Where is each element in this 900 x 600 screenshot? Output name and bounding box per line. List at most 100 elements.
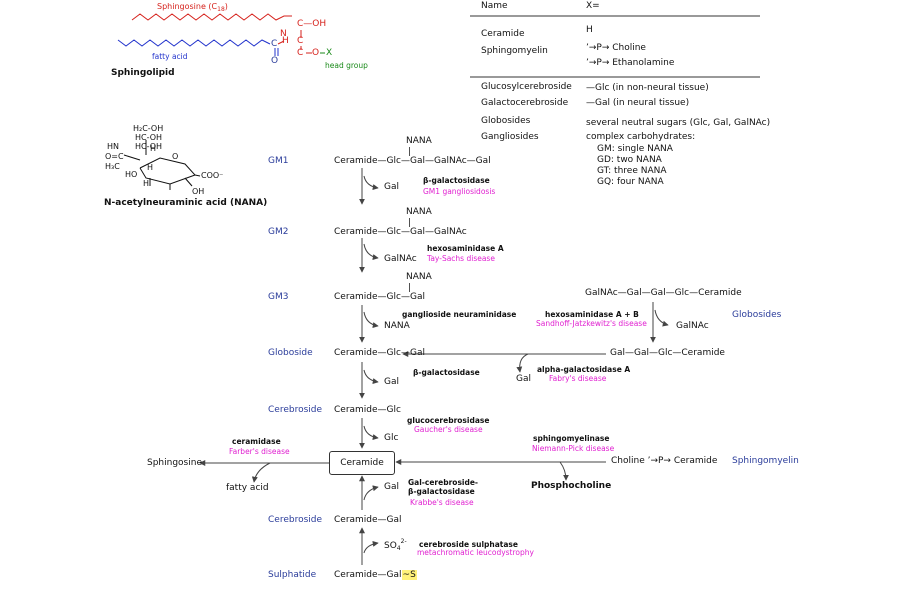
label-gm2: GM2 [268,227,289,237]
disease-label: Niemann-Pick disease [532,444,615,453]
label-sulphatide: Sulphatide [268,570,317,580]
table-row-name: Ceramide [481,29,525,39]
released-sulphate: SO42- [384,538,407,552]
fatty-acid-chain [117,39,271,47]
table-row-x: ’→P→ Ethanolamine [586,58,675,68]
table-row-x: several neutral sugars (Glc, Gal, GalNAc… [586,118,771,128]
label-sphingomyelin-right: Sphingomyelin [732,456,799,466]
nana-ho: HO [125,170,138,179]
sphingosine-chain [131,13,292,21]
ganglioside-type: GT: three NANA [597,166,667,176]
cerebroside-gal-chain: Ceramide—Gal [334,515,402,525]
disease-label: metachromatic leucodystrophy [417,548,534,557]
released-sugar: Gal [384,182,399,192]
disease-label: Gaucher's disease [414,425,483,434]
nana-hn: HN [107,142,119,151]
nana-h-3: H [143,179,150,188]
table-row-x: ’→P→ Choline [586,43,646,53]
table-row-name: Sphingomyelin [481,46,548,56]
gm2-chain: Ceramide—Glc—Gal—GalNAc [334,227,467,237]
c1-atom: C—OH [297,19,327,29]
released-sugar: Gal [516,374,531,384]
table-row-x: —Gal (in neural tissue) [586,98,690,108]
enzyme-label: sphingomyelinase [533,434,610,443]
label-cerebroside: Cerebroside [268,515,323,525]
table-row-name: Globosides [481,116,531,126]
c3-atom: C [297,48,304,58]
nana-h3c: H₃C [105,162,120,171]
n-atom: N [280,29,287,39]
carbonyl-o: O [271,56,279,66]
disease-label: GM1 gangliosidosis [423,187,496,196]
disease-label: Krabbe's disease [410,498,474,507]
nana-coo: COO⁻ [201,171,224,180]
fatty-acid-product: fatty acid [226,483,269,493]
disease-label: Farber's disease [229,447,290,456]
sphingosine-product: Sphingosine [147,458,202,468]
cerebroside-chain: Ceramide—Glc [334,405,401,415]
enzyme-label: glucocerebrosidase [407,416,490,425]
released-sugar: GalNAc [384,254,417,264]
head-group-label: head group [325,61,368,70]
disease-label: Tay-Sachs disease [427,254,495,263]
table-row-name: Gangliosides [481,132,539,142]
globoside-chain: Ceramide—Glc—Gal [334,348,425,358]
table-col-x: X= [586,1,600,11]
label-globosides-right: Globosides [732,310,782,320]
o-atom: O [312,48,320,58]
nana-h-1: H [150,144,157,153]
globoside-full-chain: GalNAc—Gal—Gal—Glc—Ceramide [585,288,742,298]
ceramide-node: Ceramide [329,451,395,475]
enzyme-label: β-galactosidase [413,368,480,377]
released-sugar: Glc [384,433,399,443]
enzyme-label: Gal-cerebroside- [408,478,479,487]
c2-atom: C [297,36,304,46]
enzyme-label: cerebroside sulphatase [419,540,518,549]
x-atom: X [326,48,333,58]
disease-label: Sandhoff-Jatzkewitz's disease [536,319,647,328]
enzyme-label: ganglioside neuraminidase [402,310,517,319]
table-row-name: Galactocerebroside [481,98,569,108]
table-row-name: Glucosylcerebroside [481,82,572,92]
table-row-x: H [586,25,593,35]
table-col-name: Name [481,1,508,11]
sulphatide-chain: Ceramide—Gal~S [334,570,417,580]
ganglioside-type: GM: single NANA [597,144,673,154]
released-sugar: NANA [384,321,410,331]
nana-oh: OH [192,187,205,196]
carbonyl-c: C [271,39,278,49]
enzyme-label: β-galactosidase [408,487,475,496]
enzyme-label: ceramidase [232,437,281,446]
enzyme-label: hexosaminidase A + B [545,310,639,319]
nana-oc: O=C [105,152,124,161]
table-row-x: —Glc (in non-neural tissue) [586,83,709,93]
fatty-acid-label: fatty acid [152,52,188,61]
nana-hc-oh-2: HC-OH [135,142,163,151]
hn-atom: H [282,36,289,46]
gm3-chain: Ceramide—Glc—Gal [334,292,425,302]
nana-o: O [172,152,179,161]
released-sugar: Gal [384,377,399,387]
released-sugar: Gal [384,482,399,492]
enzyme-label: hexosaminidase A [427,244,504,253]
globoside-mid-chain: Gal—Gal—Glc—Ceramide [610,348,725,358]
sphingomyelin-chain: Choline ’→P→ Ceramide [611,456,718,466]
table-row-x: complex carbohydrates: [586,132,696,142]
disease-label: Fabry's disease [549,374,607,383]
enzyme-label: alpha-galactosidase A [537,365,631,374]
phosphocholine-product: Phosphocholine [531,481,612,491]
gm1-nana: NANA [406,136,432,146]
gm2-nana: NANA [406,207,432,217]
label-gm3: GM3 [268,292,289,302]
ganglioside-type: GQ: four NANA [597,177,664,187]
nana-title: N-acetylneuraminic acid (NANA) [104,198,268,208]
label-cerebroside: Cerebroside [268,405,323,415]
label-globoside: Globoside [268,348,313,358]
label-gm1: GM1 [268,156,289,166]
nana-h2c-oh: H₂C-OH [133,124,164,133]
nana-hc-oh-1: HC-OH [135,133,163,142]
released-sugar: GalNAc [676,321,709,331]
sphingosine-label: Sphingosine (C18) [157,2,228,13]
gm3-nana: NANA [406,272,432,282]
